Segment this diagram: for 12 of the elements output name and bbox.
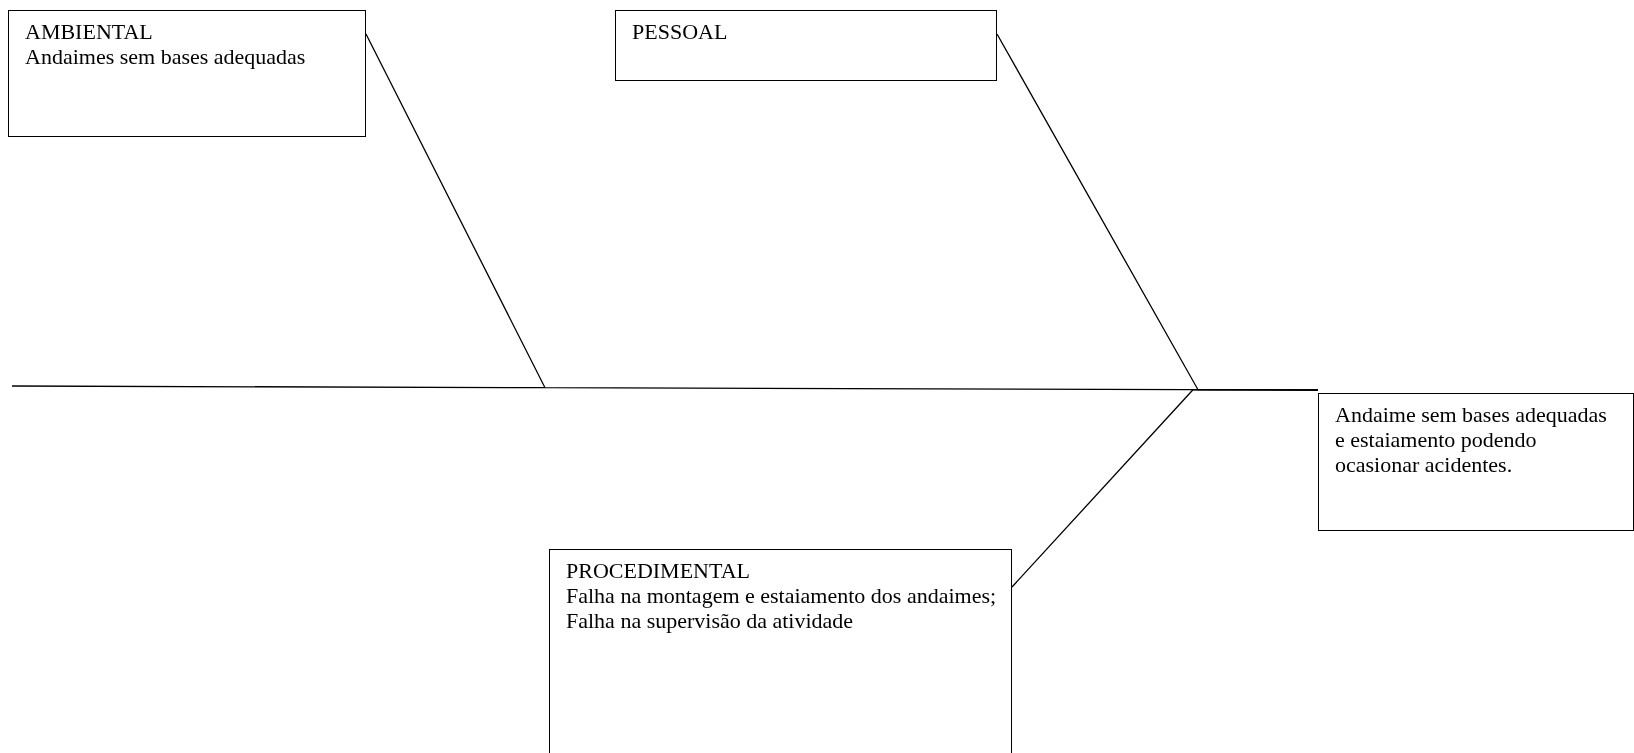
cause-box <box>549 549 1012 753</box>
cause-text: Falha na supervisão da atividade <box>566 608 855 633</box>
category-heading: PROCEDIMENTAL <box>566 558 751 583</box>
cause-box <box>615 10 997 81</box>
category-heading: AMBIENTAL <box>25 19 154 44</box>
cause-box <box>8 10 366 137</box>
effect-box <box>1318 393 1634 531</box>
cause-text: Falha na montagem e estaiamento dos andaimes; <box>566 583 997 608</box>
cause-text: Andaime sem bases adequadas e estaiamento podendo ocasionar acidentes. <box>1335 402 1608 477</box>
cause-text: Andaimes sem bases adequadas <box>25 44 307 69</box>
fishbone-line <box>1011 389 1319 588</box>
cause-text: PESSOAL <box>632 19 729 44</box>
